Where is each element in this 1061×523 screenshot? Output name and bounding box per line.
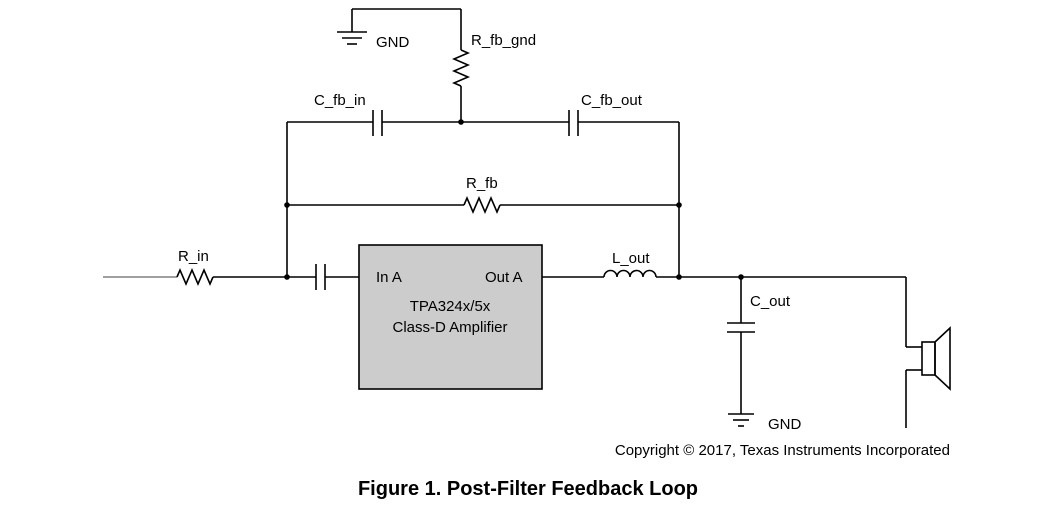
inductor-l-out xyxy=(603,269,657,278)
ground-symbol-top xyxy=(337,9,367,45)
label-r-in: R_in xyxy=(178,248,209,265)
junction-rfb-right xyxy=(676,202,682,208)
label-c-fb-out: C_fb_out xyxy=(581,92,643,109)
figure-caption: Figure 1. Post-Filter Feedback Loop xyxy=(358,478,698,500)
label-c-fb-in: C_fb_in xyxy=(314,92,366,109)
amplifier-block xyxy=(358,244,543,390)
capacitor-c-fb-out xyxy=(568,110,579,136)
label-c-out: C_out xyxy=(750,293,791,310)
amp-pin-out: Out A xyxy=(485,269,523,286)
resistor-r-in xyxy=(176,267,214,287)
amp-pin-in: In A xyxy=(376,269,402,286)
amp-name-line2: Class-D Amplifier xyxy=(392,319,507,336)
junction-rfbgnd xyxy=(458,119,464,125)
label-r-fb: R_fb xyxy=(466,175,498,192)
label-gnd-bottom: GND xyxy=(768,416,802,433)
junction-output xyxy=(676,274,682,280)
copyright-text: Copyright © 2017, Texas Instruments Inco… xyxy=(615,442,950,459)
junction-input xyxy=(284,274,290,280)
label-gnd-top: GND xyxy=(376,34,410,51)
label-r-fb-gnd: R_fb_gnd xyxy=(471,32,536,49)
capacitor-c-fb-in xyxy=(372,110,383,136)
label-l-out: L_out xyxy=(612,250,650,267)
resistor-r-fb-gnd xyxy=(451,49,471,87)
speaker-icon xyxy=(906,326,951,391)
capacitor-c-out xyxy=(727,322,755,333)
amp-name-line1: TPA324x/5x xyxy=(410,298,491,315)
ground-symbol-bottom xyxy=(728,413,754,427)
capacitor-input xyxy=(315,264,326,290)
resistor-r-fb xyxy=(463,195,501,215)
junction-rfb-left xyxy=(284,202,290,208)
